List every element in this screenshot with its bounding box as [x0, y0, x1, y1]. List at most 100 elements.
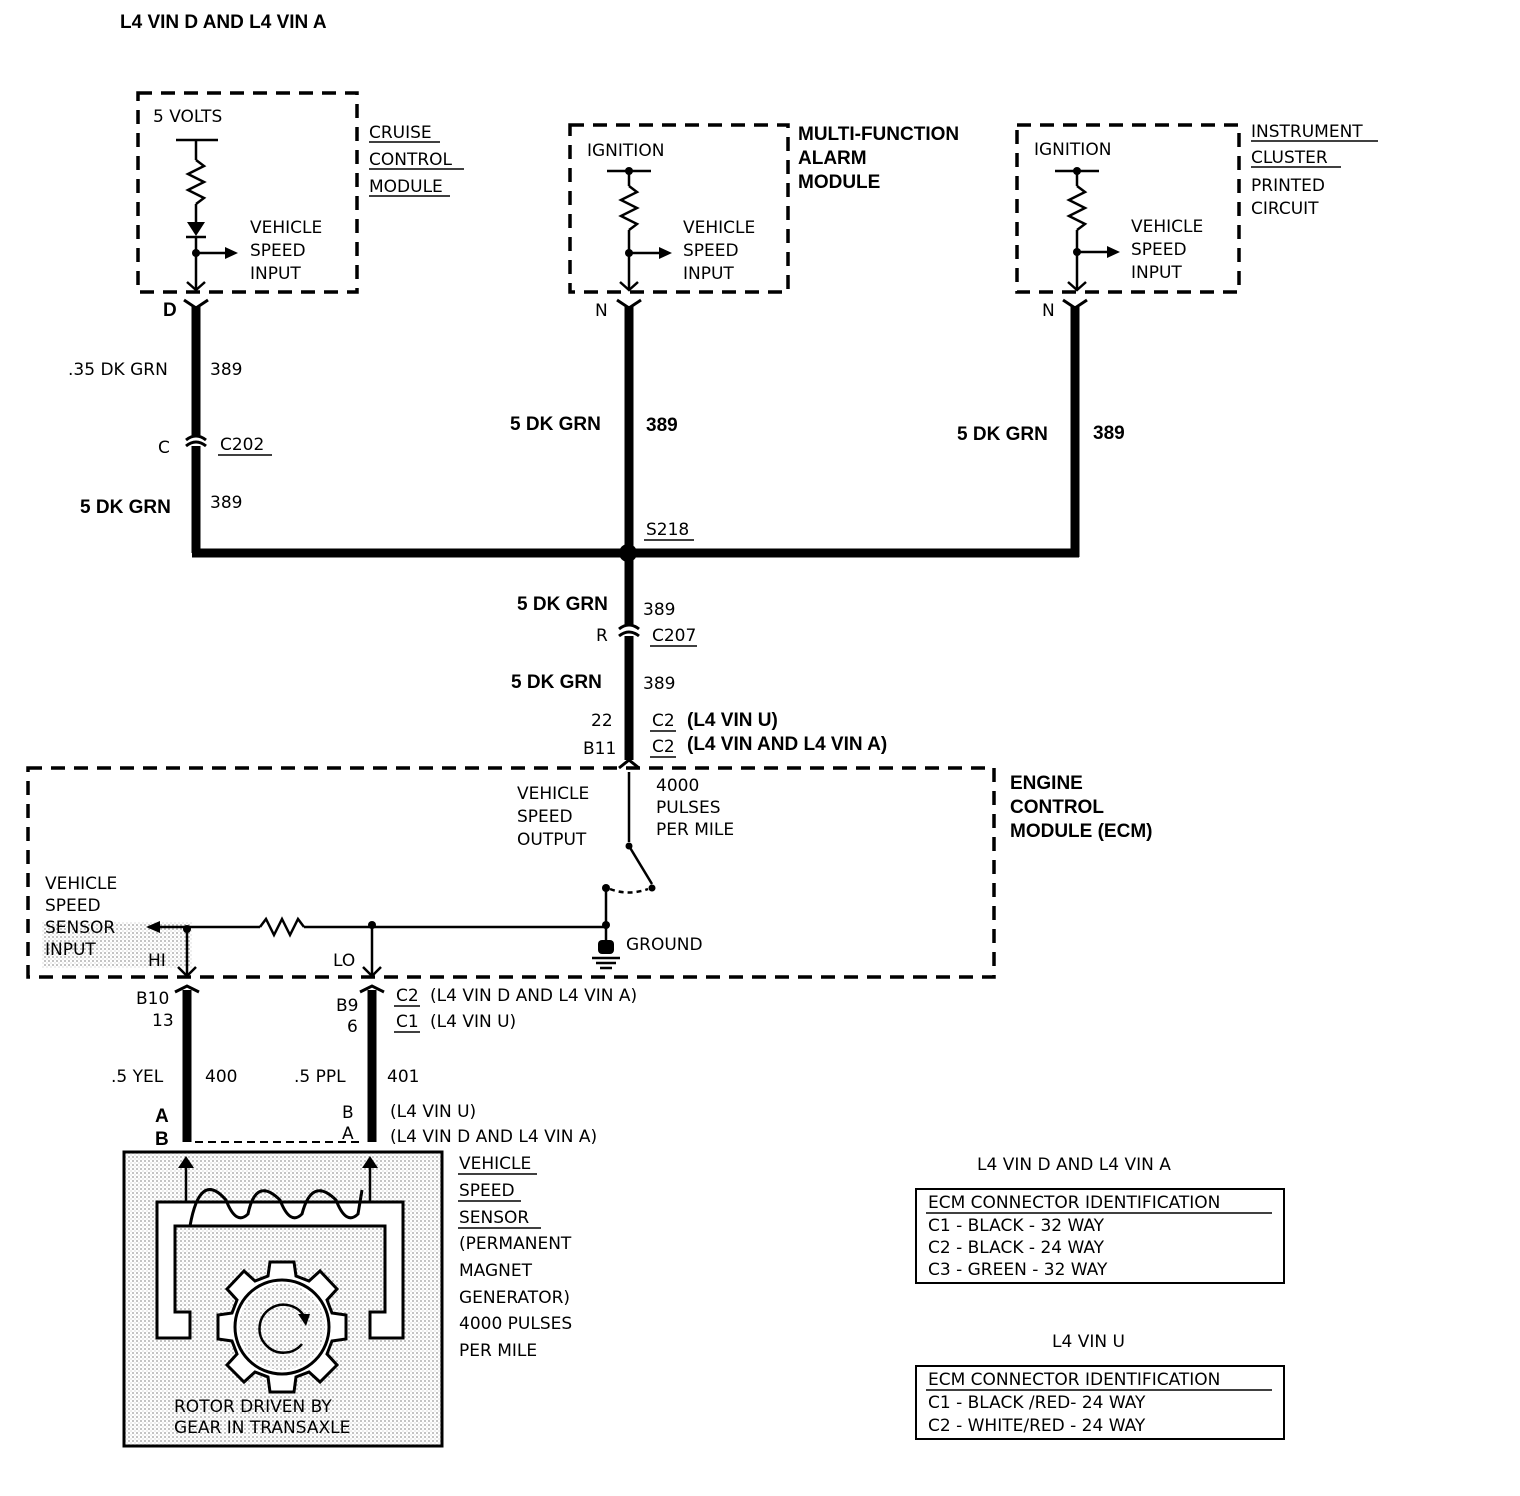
cluster-circuit: 389	[1093, 423, 1125, 444]
dk-grn-harness	[183, 298, 1088, 770]
vss-desc-line2: MAGNET	[459, 1261, 533, 1281]
alarm-pin-label: N	[595, 301, 608, 321]
table-da-row: C3 - GREEN - 32 WAY	[928, 1260, 1108, 1280]
sensor-input-line1: VEHICLE	[45, 874, 117, 894]
rotor-line2: GEAR IN TRANSAXLE	[174, 1418, 350, 1438]
vss-pin-a: A	[155, 1106, 169, 1127]
sensor-input-line2: SPEED	[45, 896, 101, 916]
alarm-name-line3: MODULE	[798, 172, 880, 193]
lo-pin-u: 6	[347, 1017, 358, 1037]
instrument-cluster: IGNITION VEHICLE SPEED INPUT INSTRUMENT …	[1015, 122, 1378, 321]
alarm-circuit: 389	[646, 415, 678, 436]
table-da-title: L4 VIN D AND L4 VIN A	[977, 1155, 1171, 1175]
rotor-line1: ROTOR DRIVEN BY	[174, 1397, 332, 1417]
mid-circuit: 389	[643, 600, 675, 620]
ecm-output-line2: SPEED	[517, 807, 573, 827]
coil-icon	[188, 1188, 364, 1227]
alarm-input-line1: VEHICLE	[683, 218, 755, 238]
cruise-lower-gauge: 5 DK GRN	[80, 497, 171, 518]
ecm-conn-da: C2	[652, 737, 675, 757]
sensor-input-line3: SENSOR	[45, 918, 115, 938]
cluster-gauge: 5 DK GRN	[957, 424, 1048, 445]
alarm-module: IGNITION VEHICLE SPEED INPUT MULTI-FUNCT…	[568, 123, 959, 321]
cruise-lower-circuit: 389	[210, 493, 242, 513]
table-da-row: C2 - BLACK - 24 WAY	[928, 1238, 1105, 1258]
vss-pin-b: B	[155, 1129, 169, 1150]
vss-name-line1: VEHICLE	[459, 1154, 531, 1174]
ecm-connector-table-da: L4 VIN D AND L4 VIN A ECM CONNECTOR IDEN…	[915, 1155, 1285, 1284]
vss-desc-line3: GENERATOR)	[459, 1288, 570, 1308]
ecm-conn-u: C2	[652, 711, 675, 731]
vss-name-line2: SPEED	[459, 1181, 515, 1201]
hi-label: HI	[148, 951, 166, 971]
mid-gauge: 5 DK GRN	[517, 594, 608, 615]
ecm-connector-table-u: L4 VIN U ECM CONNECTOR IDENTIFICATION C1…	[915, 1332, 1285, 1440]
diagram-title: L4 VIN D AND L4 VIN A	[120, 12, 327, 33]
conn-da: C2	[396, 986, 419, 1006]
cruise-control-module: 5 VOLTS VEHICLE SPEED INPUT CRUISE CONTR…	[136, 91, 464, 321]
lo-label: LO	[333, 951, 355, 971]
vss-note-u: (L4 VIN U)	[390, 1102, 476, 1122]
ecm-output-line1: VEHICLE	[517, 784, 589, 804]
cluster-name-line2: CLUSTER	[1251, 148, 1328, 168]
ecm-name-line3: MODULE (ECM)	[1010, 821, 1152, 842]
arrow-left-icon	[146, 921, 160, 933]
cluster-input-line1: VEHICLE	[1131, 217, 1203, 237]
ppl-gauge: .5 PPL	[294, 1067, 346, 1087]
yel-gauge: .5 YEL	[111, 1067, 164, 1087]
ecm-name-line2: CONTROL	[1010, 797, 1104, 818]
table-u-row: C2 - WHITE/RED - 24 WAY	[928, 1416, 1146, 1436]
vss-name-line3: SENSOR	[459, 1208, 529, 1228]
low-circuit: 389	[643, 674, 675, 694]
ppl-circuit: 401	[387, 1067, 419, 1087]
cruise-input-line2: SPEED	[250, 241, 306, 261]
cruise-upper-circuit: 389	[210, 360, 242, 380]
vss-desc-line1: (PERMANENT	[459, 1234, 572, 1254]
vss-desc-line5: PER MILE	[459, 1341, 537, 1361]
vss-pin-a2: A	[342, 1124, 354, 1144]
cruise-name-line1: CRUISE	[369, 123, 432, 143]
c202-label: C202	[220, 435, 264, 455]
yel-circuit: 400	[205, 1067, 237, 1087]
sensor-input-line4: INPUT	[45, 940, 96, 960]
arrow-right-icon	[225, 247, 238, 259]
c207-pin: R	[596, 626, 608, 646]
table-u-title: L4 VIN U	[1052, 1332, 1125, 1352]
conn-da-note: (L4 VIN D AND L4 VIN A)	[430, 986, 637, 1006]
c207-label: C207	[652, 626, 696, 646]
lo-pin-da: B9	[336, 996, 358, 1016]
hi-pin-u: 13	[152, 1011, 174, 1031]
alarm-gauge: 5 DK GRN	[510, 414, 601, 435]
vehicle-speed-sensor: ROTOR DRIVEN BY GEAR IN TRANSAXLE	[122, 1150, 444, 1448]
arrow-right-icon	[659, 247, 672, 259]
ecm-pulses-line2: PULSES	[656, 798, 721, 818]
ground-icon	[598, 940, 614, 954]
conn-u: C1	[396, 1012, 419, 1032]
diode-icon	[187, 222, 205, 236]
arrow-right-icon	[1107, 246, 1120, 258]
ecm-output-line3: OUTPUT	[517, 830, 587, 850]
rotation-arrow-icon	[258, 1303, 307, 1354]
cluster-name-line1: INSTRUMENT	[1251, 122, 1363, 142]
magnet-icon	[155, 1200, 405, 1340]
low-gauge: 5 DK GRN	[511, 672, 602, 693]
cruise-supply-label: 5 VOLTS	[153, 107, 222, 127]
cruise-name-line2: CONTROL	[369, 150, 453, 170]
ecm-pin-u: 22	[591, 711, 613, 731]
cruise-name-line3: MODULE	[369, 177, 443, 197]
alarm-name-line2: ALARM	[798, 148, 867, 169]
cluster-pin-label: N	[1042, 301, 1055, 321]
splice-label: S218	[646, 520, 689, 540]
ecm-conn-da-note: (L4 VIN AND L4 VIN A)	[687, 734, 887, 755]
table-da-row: C1 - BLACK - 32 WAY	[928, 1216, 1105, 1236]
alarm-input-line2: SPEED	[683, 241, 739, 261]
ecm-pulses-line1: 4000	[656, 776, 699, 796]
ecm-name-line1: ENGINE	[1010, 773, 1083, 794]
cluster-input-line3: INPUT	[1131, 263, 1182, 283]
vss-pin-b2: B	[342, 1103, 354, 1123]
cluster-supply-label: IGNITION	[1034, 140, 1111, 160]
hi-pin-da: B10	[136, 989, 169, 1009]
cruise-input-line3: INPUT	[250, 264, 301, 284]
ecm-pulses-line3: PER MILE	[656, 820, 734, 840]
